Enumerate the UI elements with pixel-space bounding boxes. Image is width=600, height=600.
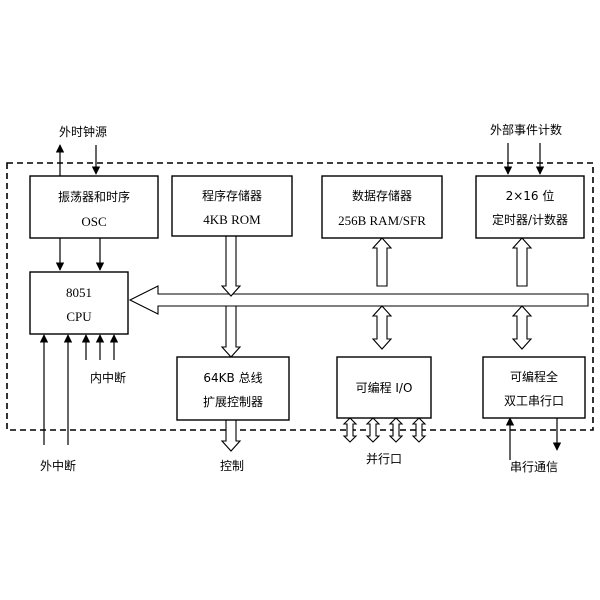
bus-controller-subtitle: 扩展控制器: [203, 395, 263, 409]
bus-controller-block: 64KB 总线 扩展控制器: [176, 356, 290, 421]
uart-block: 可编程全 双工串行口: [482, 356, 586, 419]
parallel-port-arrow: [411, 417, 427, 443]
uart-block-subtitle: 双工串行口: [504, 394, 564, 408]
io-block-title: 可编程 I/O: [356, 380, 413, 395]
osc-source-label: 外时钟源: [59, 124, 107, 139]
rom-block-subtitle: 4KB ROM: [203, 212, 261, 227]
uart-block-title: 可编程全: [510, 369, 558, 384]
parallel-port-arrow: [365, 417, 381, 443]
int-interrupt-label: 内中断: [90, 370, 126, 385]
chip-boundary: [6, 162, 594, 431]
ram-block-title: 数据存储器: [352, 188, 412, 203]
parallel-port-arrow: [342, 417, 358, 443]
ram-block: 数据存储器 256B RAM/SFR: [321, 175, 443, 239]
rom-bus-connector: [220, 235, 242, 297]
control-output-arrow: [220, 419, 242, 452]
timer-block-subtitle: 定时器/计数器: [492, 212, 568, 227]
rom-block-title: 程序存储器: [202, 188, 262, 203]
parallel-port-label: 并行口: [366, 452, 402, 466]
osc-block-title: 振荡器和时序: [58, 189, 130, 204]
control-label: 控制: [220, 459, 244, 473]
ram-bus-connector: [371, 237, 393, 287]
parallel-port-arrow: [388, 417, 404, 443]
event-count-label: 外部事件计数: [490, 122, 562, 137]
cpu-block-title: 8051: [66, 285, 92, 300]
osc-block-subtitle: OSC: [81, 214, 106, 229]
internal-bus-arrow: [128, 285, 589, 315]
ext-interrupt-label: 外中断: [40, 458, 76, 473]
uart-bus-connector: [511, 305, 533, 350]
rom-block: 程序存储器 4KB ROM: [171, 175, 293, 237]
timer-block-title: 2×16 位: [506, 188, 555, 203]
cpu-block-subtitle: CPU: [66, 309, 92, 324]
serial-comm-label: 串行通信: [510, 460, 558, 474]
osc-block: 振荡器和时序 OSC: [29, 175, 159, 239]
bus-controller-title: 64KB 总线: [203, 371, 262, 385]
timer-block: 2×16 位 定时器/计数器: [475, 175, 585, 239]
bus-ctrl-connector: [220, 305, 242, 358]
io-block: 可编程 I/O: [336, 356, 432, 419]
timer-bus-connector: [511, 237, 533, 287]
cpu-block: 8051 CPU: [29, 271, 129, 335]
ram-io-connector: [371, 305, 393, 350]
ram-block-subtitle: 256B RAM/SFR: [338, 213, 426, 228]
